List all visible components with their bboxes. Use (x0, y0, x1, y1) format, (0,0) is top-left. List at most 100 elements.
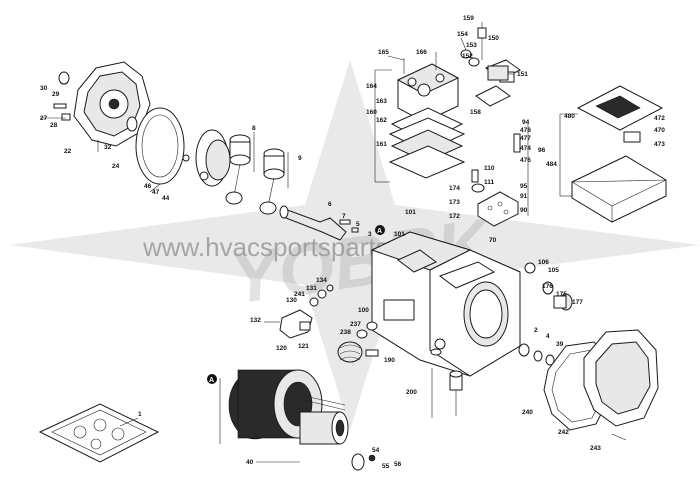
crankshaft (279, 205, 359, 241)
label-175: 175 (556, 291, 567, 298)
label-242: 242 (558, 429, 569, 436)
label-150: 150 (488, 35, 499, 42)
label-160: 160 (366, 109, 377, 116)
label-120: 120 (276, 345, 287, 352)
label-474: 474 (520, 145, 531, 152)
label-110: 110 (484, 165, 495, 172)
label-132: 132 (250, 317, 261, 324)
label-130: 130 (286, 297, 297, 304)
label-164: 164 (366, 83, 377, 90)
assembly-marker-a2: A (377, 228, 382, 235)
label-28: 28 (50, 122, 58, 129)
gasket-sheet (38, 403, 160, 463)
service-valve (264, 284, 334, 339)
label-166: 166 (416, 49, 427, 56)
label-27: 27 (40, 115, 48, 122)
label-153: 153 (466, 42, 477, 49)
label-24: 24 (112, 163, 120, 170)
end-plate-bearing-housing (53, 61, 151, 147)
label-163: 163 (376, 98, 387, 105)
label-237: 237 (350, 321, 361, 328)
label-70: 70 (489, 237, 497, 244)
label-9: 9 (298, 155, 302, 162)
label-161: 161 (376, 141, 387, 148)
terminal-box (570, 85, 667, 223)
label-477: 477 (520, 135, 531, 142)
leader-lines (40, 22, 578, 463)
label-134: 134 (316, 277, 327, 284)
crankcase-body (370, 231, 521, 377)
label-32: 32 (104, 144, 112, 151)
label-2: 2 (534, 327, 538, 334)
label-106: 106 (538, 259, 549, 266)
label-6: 6 (328, 201, 332, 208)
gasket-end-plate (126, 107, 185, 185)
label-1: 1 (138, 411, 142, 418)
label-55: 55 (382, 463, 390, 470)
support-pins (430, 348, 463, 416)
label-47: 47 (152, 189, 160, 196)
label-8: 8 (252, 125, 256, 132)
label-152: 152 (462, 53, 473, 60)
label-151: 151 (517, 71, 528, 78)
label-173: 173 (449, 199, 460, 206)
label-95: 95 (520, 183, 528, 190)
label-100: 100 (358, 307, 369, 314)
right-bearing-parts (518, 262, 573, 366)
label-484: 484 (546, 161, 557, 168)
label-172: 172 (449, 213, 460, 220)
label-158: 158 (470, 109, 481, 116)
label-111: 111 (484, 179, 495, 186)
label-54: 54 (372, 447, 380, 454)
end-cover-right (583, 329, 659, 441)
label-105: 105 (548, 267, 559, 274)
label-241: 241 (294, 291, 305, 298)
label-90: 90 (520, 207, 528, 214)
label-91: 91 (520, 193, 528, 200)
label-30: 30 (40, 85, 48, 92)
label-243: 243 (590, 445, 601, 452)
label-7: 7 (342, 213, 346, 220)
label-190: 190 (384, 357, 395, 364)
label-159: 159 (463, 15, 474, 22)
label-470: 470 (654, 127, 665, 134)
label-176: 176 (542, 283, 553, 290)
label-3: 3 (368, 231, 372, 238)
label-480: 480 (564, 113, 575, 120)
label-131: 131 (306, 285, 317, 292)
label-96: 96 (538, 147, 546, 154)
label-5: 5 (356, 221, 360, 228)
label-121: 121 (298, 343, 309, 350)
label-177: 177 (572, 299, 583, 306)
cylinder-head (388, 52, 466, 179)
oil-screen (337, 321, 379, 363)
label-94: 94 (522, 119, 530, 126)
unloader-solenoid (460, 27, 521, 107)
piston-rod-assembly (225, 134, 285, 215)
label-200: 200 (406, 389, 417, 396)
label-162: 162 (376, 117, 387, 124)
label-240: 240 (522, 409, 533, 416)
label-22: 22 (64, 148, 72, 155)
label-29: 29 (52, 91, 60, 98)
label-101a: 101 (405, 209, 416, 216)
label-174: 174 (449, 185, 460, 192)
label-56: 56 (394, 461, 402, 468)
label-46: 46 (144, 183, 152, 190)
label-478: 478 (520, 127, 531, 134)
label-101b: 101 (394, 231, 405, 238)
label-238: 238 (340, 329, 351, 336)
label-40: 40 (246, 459, 254, 466)
label-4: 4 (546, 333, 550, 340)
label-39: 39 (556, 341, 564, 348)
label-472: 472 (654, 115, 665, 122)
label-44: 44 (162, 195, 170, 202)
oil-valve-block (471, 133, 521, 227)
oil-pump-disc (182, 129, 231, 187)
label-473: 473 (654, 141, 665, 148)
watermark-star (10, 60, 700, 430)
motor-rotor (299, 411, 376, 471)
label-476: 476 (520, 157, 531, 164)
label-165: 165 (378, 49, 389, 56)
